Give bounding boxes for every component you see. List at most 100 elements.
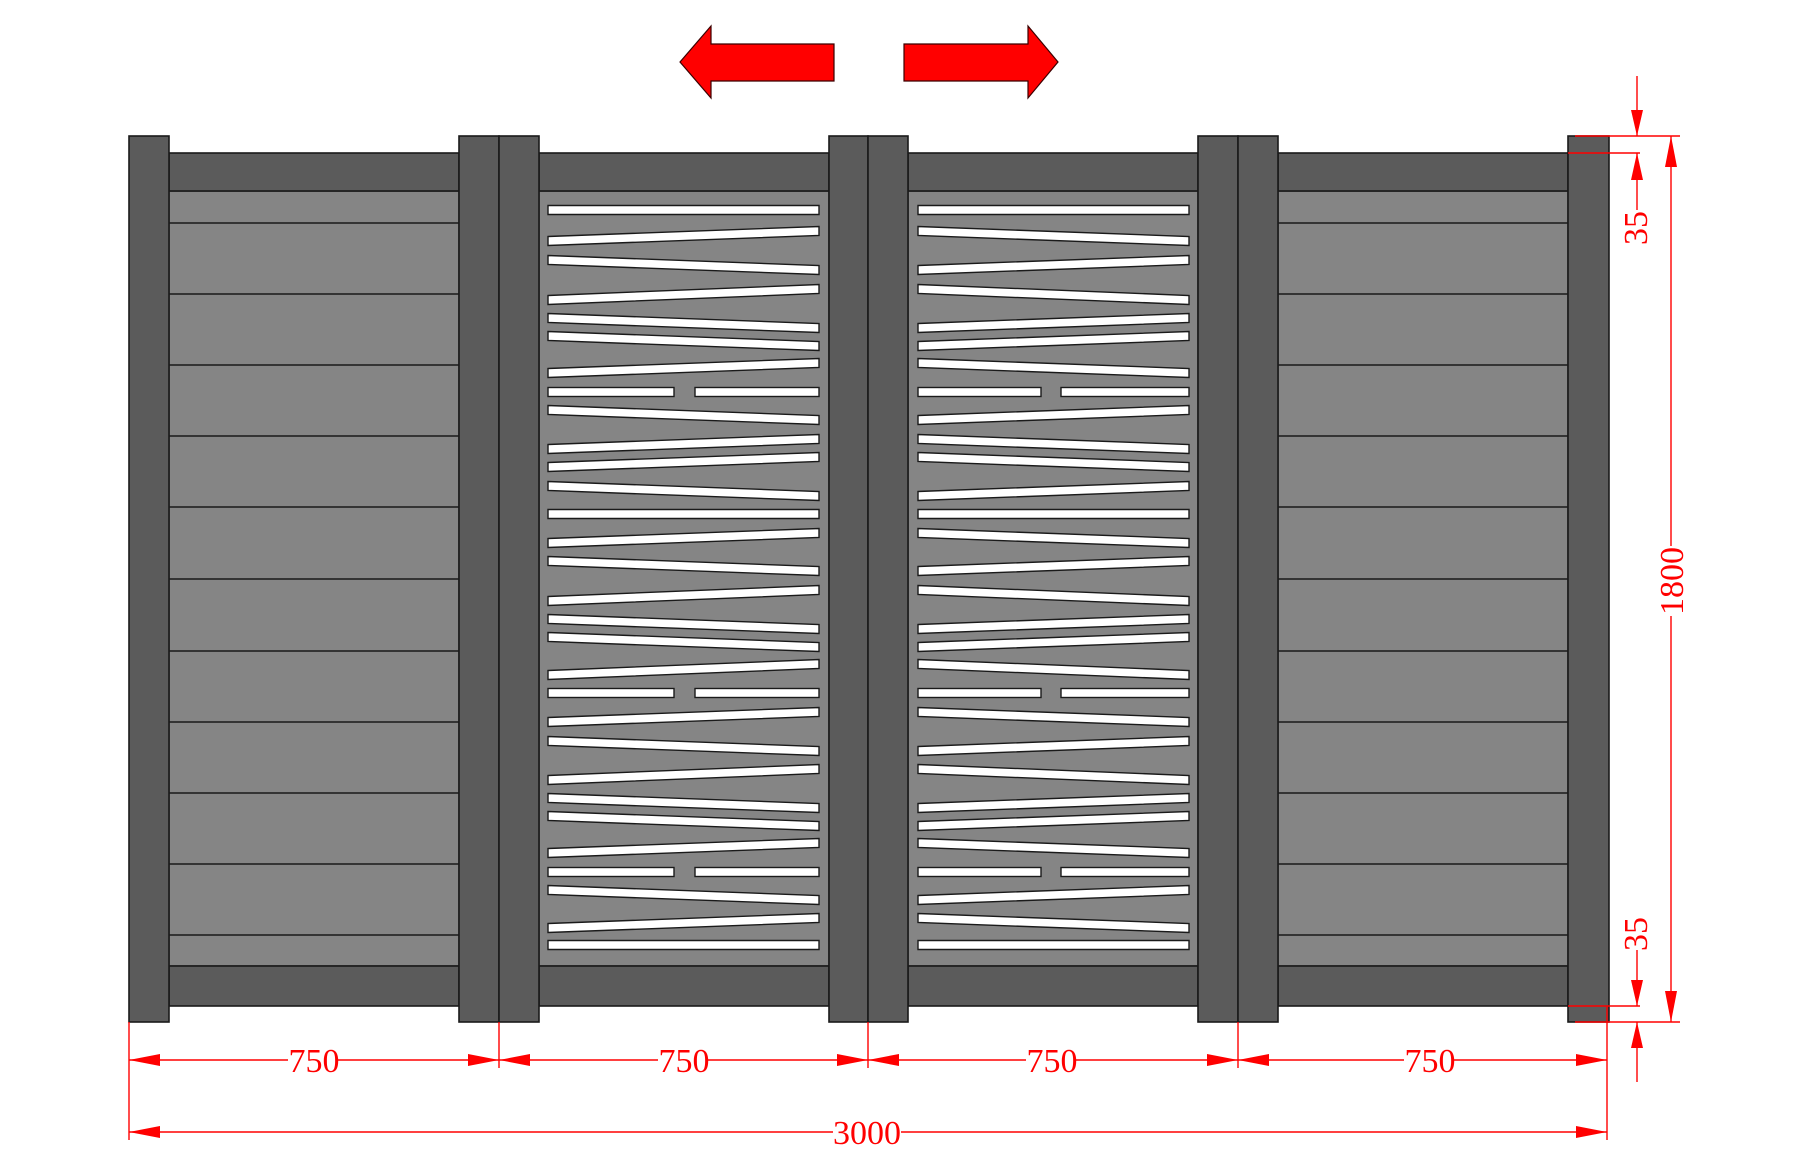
slat-tilted [547,433,820,455]
dim-label-bottom-offset: 35 [1618,917,1655,951]
slat-tilted [547,792,820,814]
slat-tilted [547,584,820,607]
board-lines-right [1278,222,1568,936]
open-right-arrow-icon [903,24,1059,100]
end-post-right [1567,135,1610,1023]
slat-tilted [917,283,1190,306]
bottom-rail [907,965,1199,1007]
slat-tilted [917,225,1190,247]
slat-tilted [547,357,820,379]
slat-tilted [917,433,1190,455]
board-lines-left [169,222,459,936]
dim-label-segment-4: 750 [1405,1043,1456,1080]
bottom-rail [1277,965,1569,1007]
slat-tilted [917,555,1190,577]
slat-split-right [694,687,820,699]
slat-tilted [917,480,1190,502]
slat-split-right [1060,866,1190,878]
post-4a [1197,135,1239,1023]
slat-split-right [694,386,820,398]
slat-tilted [547,254,820,276]
slat-tilted [917,527,1190,549]
dim-label-overall-height: 1800 [1654,547,1691,615]
slat-tilted [547,480,820,502]
slat-tilted [547,735,820,757]
slat-tilted [547,658,820,681]
bottom-rail [168,965,460,1007]
fixed-panel-left [168,152,460,1007]
post-3b [867,135,909,1023]
slat-split-left [547,687,675,699]
slats-left [547,204,820,951]
post-2a [458,135,500,1023]
slat-flat [547,939,820,951]
slat-tilted [547,330,820,352]
slat-tilted [917,254,1190,276]
slat-split-right [1060,386,1190,398]
slat-flat [547,508,820,520]
slat-split-right [694,866,820,878]
fixed-panel-right [1277,152,1569,1007]
slat-tilted [917,810,1190,832]
slat-tilted [547,631,820,653]
slat-flat [547,204,820,216]
top-rail [1277,152,1569,192]
bottom-rail [538,965,830,1007]
dim-label-segment-1: 750 [289,1043,340,1080]
slat-tilted [547,763,820,786]
slat-tilted [547,527,820,549]
slat-split-left [917,866,1042,878]
gate-leaf-left [538,152,830,1007]
slat-tilted [547,404,820,426]
open-left-arrow-icon [679,24,835,100]
post-2b [498,135,540,1023]
gate-leaf-right [907,152,1199,1007]
slat-tilted [917,312,1190,334]
dim-label-segment-3: 750 [1027,1043,1078,1080]
slat-tilted [547,225,820,247]
slat-tilted [917,884,1190,906]
slat-tilted [917,404,1190,426]
slat-tilted [917,735,1190,757]
slat-tilted [917,763,1190,786]
slat-tilted [917,837,1190,859]
slat-tilted [547,312,820,334]
slat-tilted [547,451,820,473]
height-dimensions: 1800 35 35 [1568,76,1691,1082]
slat-tilted [547,837,820,859]
slat-split-right [1060,687,1190,699]
slat-tilted [917,357,1190,379]
slat-tilted [917,658,1190,681]
post-4b [1237,135,1279,1023]
slat-tilted [917,330,1190,352]
slat-tilted [917,584,1190,607]
slat-tilted [917,792,1190,814]
slat-tilted [547,810,820,832]
slat-split-left [547,866,675,878]
slat-split-left [917,687,1042,699]
top-rail [168,152,460,192]
slat-split-left [917,386,1042,398]
slat-tilted [547,283,820,306]
slat-tilted [917,613,1190,635]
slat-split-left [547,386,675,398]
slat-tilted [547,555,820,577]
slat-tilted [547,706,820,728]
width-dimensions: 750 750 750 750 3000 [128,1006,1608,1152]
slat-tilted [917,631,1190,653]
slat-flat [917,939,1190,951]
slat-tilted [917,912,1190,934]
top-rail [907,152,1199,192]
post-3a [828,135,869,1023]
slat-tilted [917,451,1190,473]
dim-label-overall-width: 3000 [833,1115,901,1152]
slat-tilted [917,706,1190,728]
dim-label-top-offset: 35 [1618,211,1655,245]
slats-right [917,204,1190,951]
top-rail [538,152,830,192]
dim-label-segment-2: 750 [659,1043,710,1080]
end-post-left [128,135,170,1023]
slat-tilted [547,884,820,906]
slat-flat [917,508,1190,520]
